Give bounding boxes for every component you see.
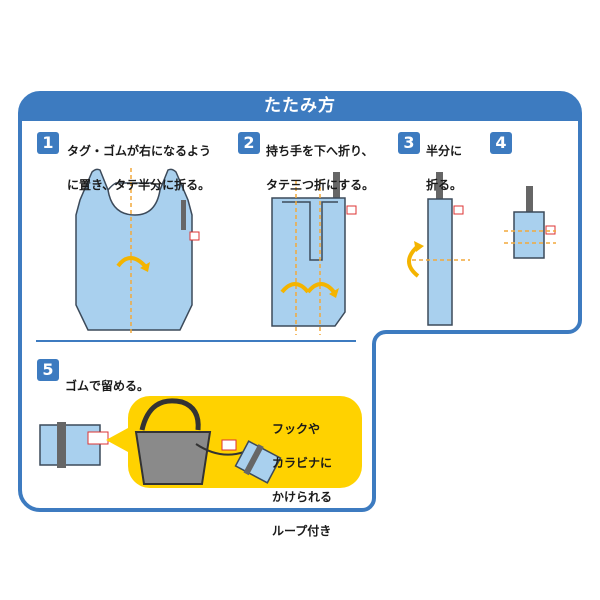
bag-folded <box>271 197 346 327</box>
tag-icon <box>87 431 109 445</box>
page-title: たたみ方 <box>264 96 336 116</box>
step-1-text: タグ・ゴムが右になるよう に置き、タテ半分に折る。 <box>67 126 232 211</box>
fold-arrow-icon <box>306 282 336 294</box>
step-2-line-2: タテ三つ折にする。 <box>266 178 375 192</box>
step-5-text: ゴムで留める。 <box>65 361 215 412</box>
tag-icon <box>453 205 464 215</box>
bag-packed <box>234 440 282 484</box>
bag-handle-inner <box>107 182 161 191</box>
rubber-band-icon <box>526 186 533 214</box>
rubber-band-icon <box>57 422 66 468</box>
step1-illustration <box>75 168 200 335</box>
rubber-band-icon <box>181 200 186 230</box>
bag-body <box>75 168 193 331</box>
step-number-4: 4 <box>490 132 512 154</box>
step-number-1: 1 <box>37 132 59 154</box>
rubber-band-icon <box>333 172 340 200</box>
fold-arrow-head <box>414 241 424 252</box>
step-3-line-1: 半分に <box>426 144 463 158</box>
fold-arrow-head <box>140 262 150 272</box>
step2-illustration <box>271 172 357 335</box>
step-1-line-2: に置き、タテ半分に折る。 <box>67 178 211 192</box>
step-2-line-1: 持ち手を下へ折り、 <box>266 144 374 158</box>
step-number-2: 2 <box>238 132 260 154</box>
basket-handle <box>139 398 201 431</box>
bag-strip <box>427 198 453 326</box>
step-3-text: 半分に 折る。 <box>426 126 486 211</box>
step-5-line-1: ゴムで留める。 <box>65 379 150 393</box>
basket <box>134 431 212 485</box>
tag-icon <box>189 231 200 241</box>
bag-packed-body <box>234 440 282 484</box>
step3-illustration <box>407 172 470 326</box>
fold-arrow-icon <box>407 244 420 278</box>
step-1-line-1: タグ・ゴムが右になるよう <box>67 144 212 158</box>
step-3-line-2: 折る。 <box>426 178 463 192</box>
carabiner-loop <box>195 443 245 456</box>
callout-line-4: ループ付き <box>272 524 332 538</box>
step-2-text: 持ち手を下へ折り、 タテ三つ折にする。 <box>266 126 396 211</box>
step-number-5: 5 <box>37 359 59 381</box>
tag-icon <box>221 439 237 451</box>
handle-folded <box>282 201 338 261</box>
fold-arrow-icon <box>116 256 147 268</box>
callout-text: フックや カラビナに かけられる ループ付き <box>272 404 356 557</box>
step5-illustration <box>39 422 109 468</box>
tag-icon <box>545 225 556 235</box>
fold-arrow-icon <box>280 282 310 294</box>
step4-illustration <box>504 186 556 259</box>
bag-rolled <box>39 424 101 466</box>
callout-line-2: カラビナに <box>272 456 333 470</box>
fold-arrow-head <box>329 288 339 298</box>
title-bar <box>20 93 580 121</box>
tag-icon <box>346 205 357 215</box>
rubber-band-icon <box>243 444 264 476</box>
bag-small <box>513 211 545 259</box>
rubber-band-icon <box>436 172 443 200</box>
step-number-3: 3 <box>398 132 420 154</box>
callout-line-3: かけられる <box>272 490 333 504</box>
callout-line-1: フックや <box>272 422 321 436</box>
loop-callout <box>106 396 362 488</box>
